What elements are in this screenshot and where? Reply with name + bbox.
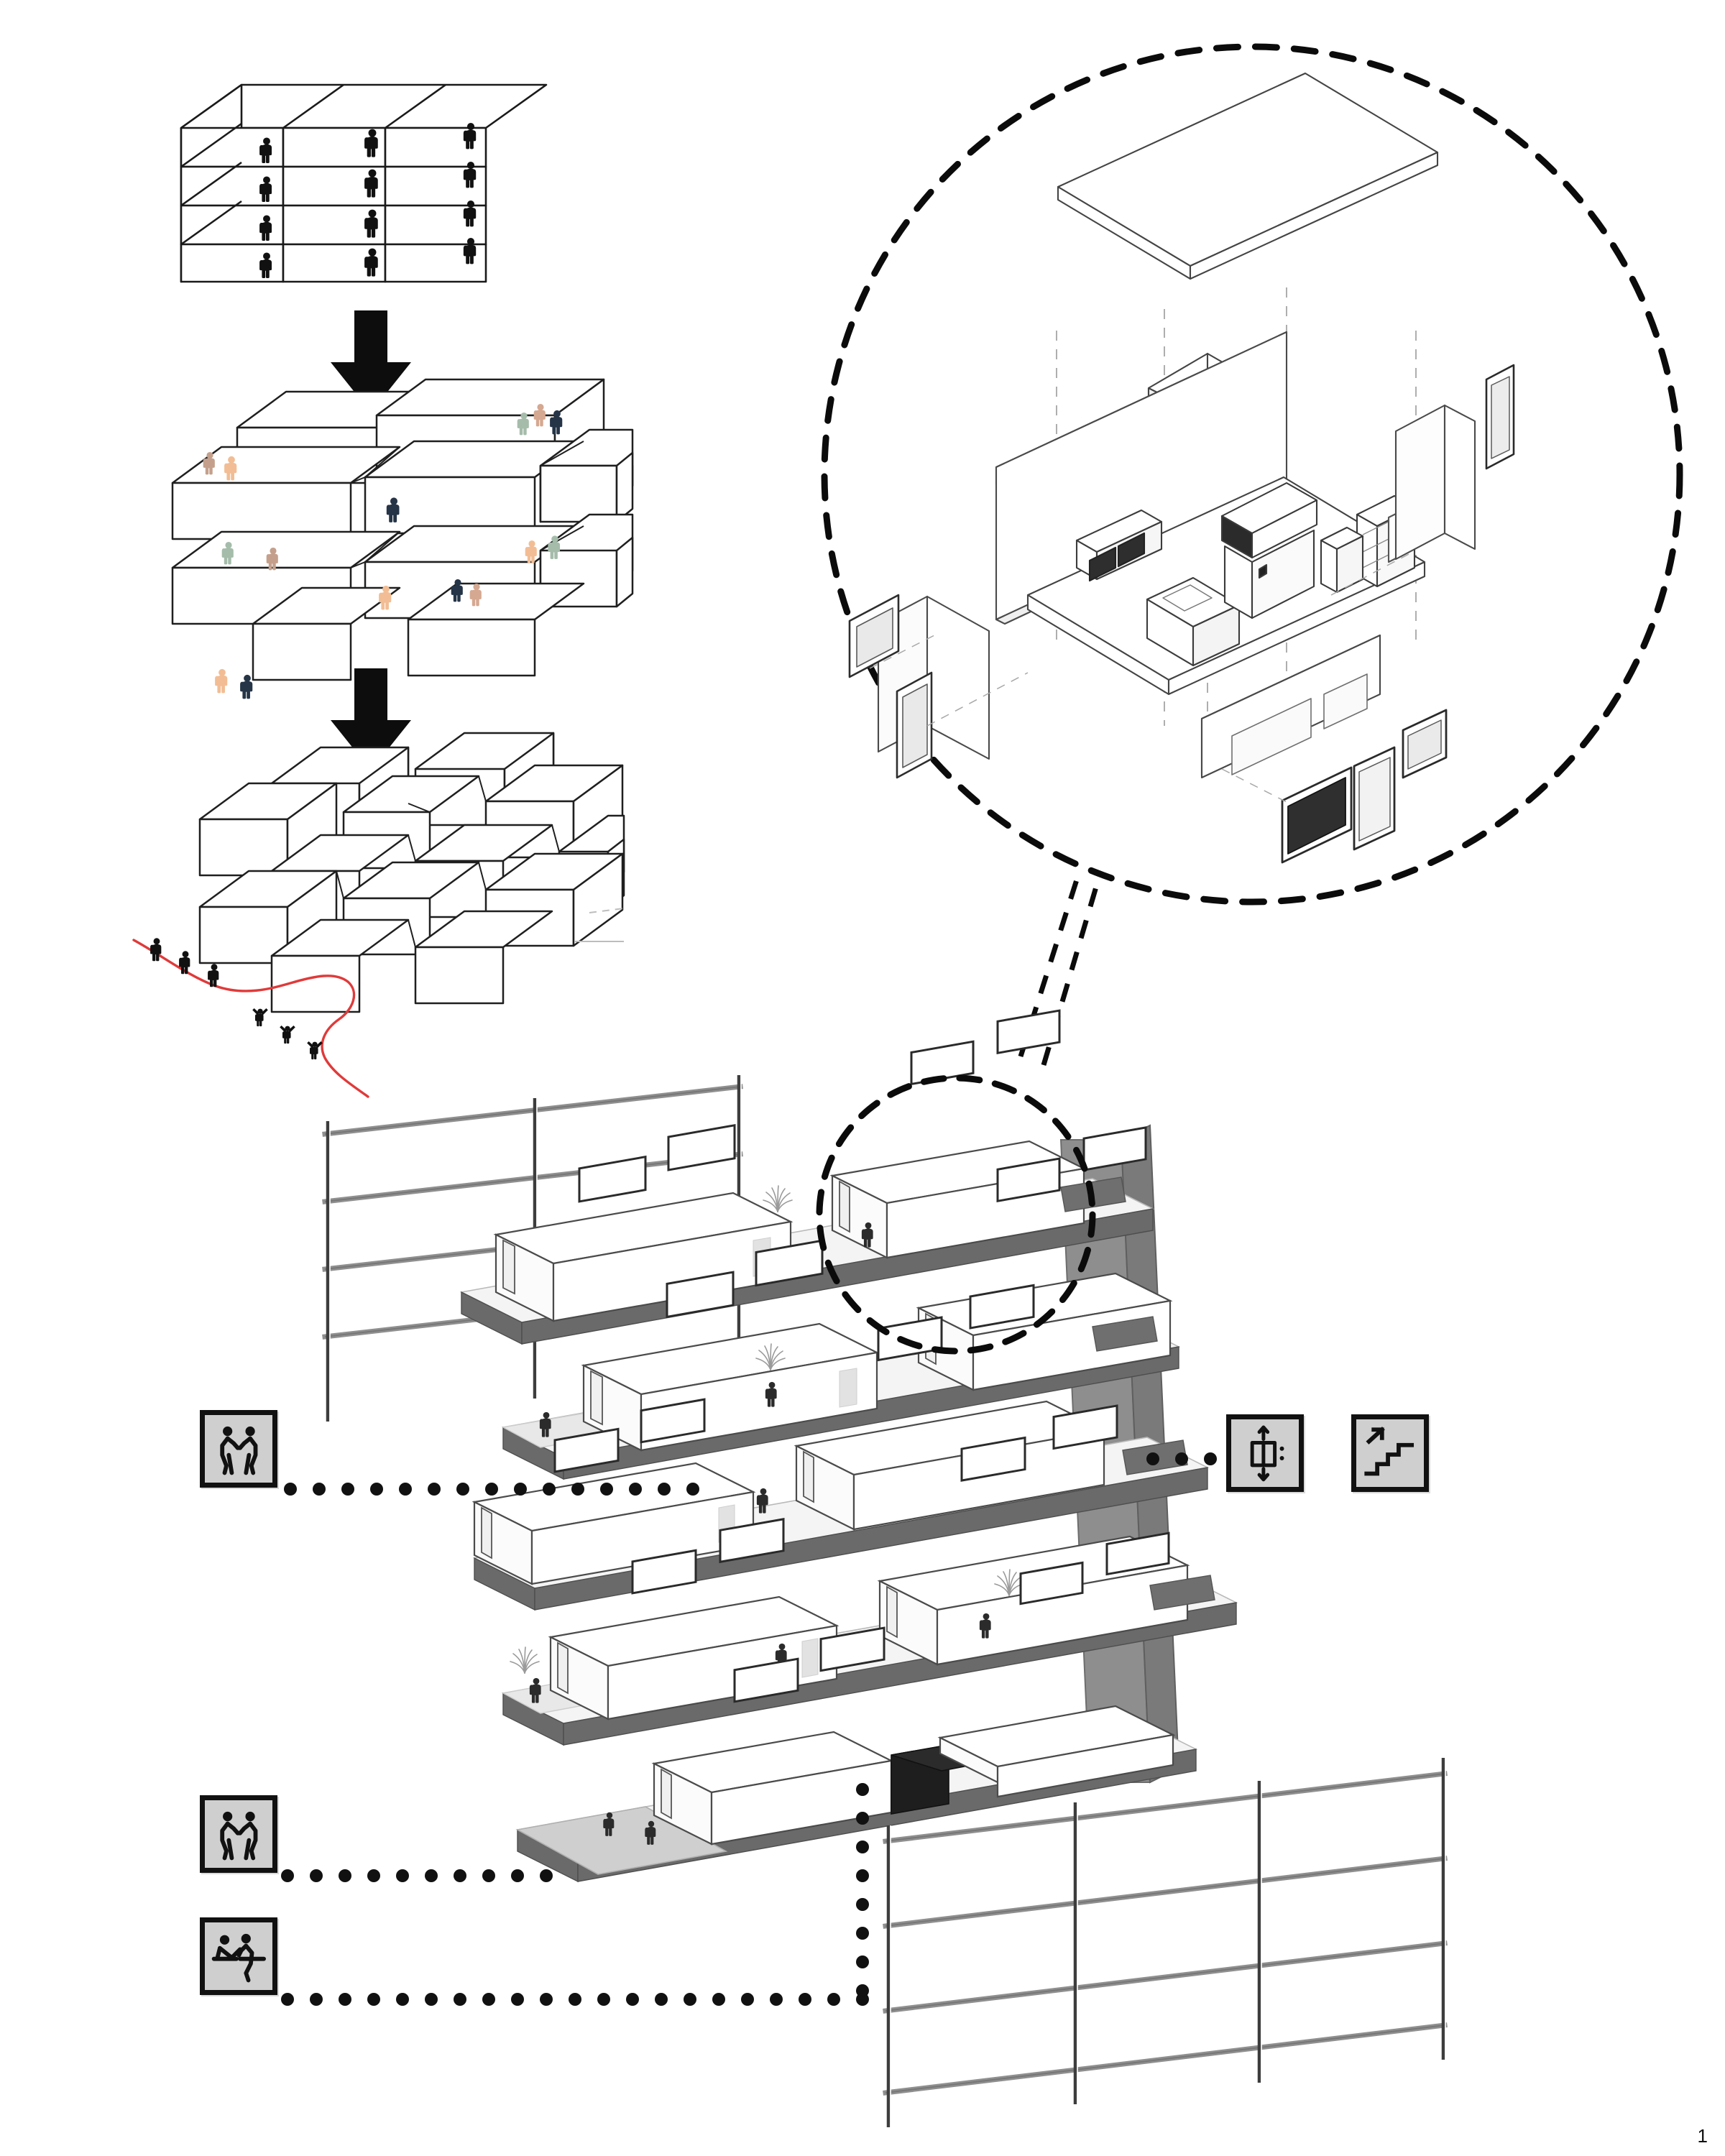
exploded-unit-axonometric (848, 72, 1515, 864)
side-wall-right (1394, 404, 1476, 561)
stage-2-staggered-modules (171, 378, 634, 699)
roof-slab (1057, 72, 1439, 280)
legend-icon-social-interaction-lower[interactable] (200, 1795, 277, 1873)
page-number: 1 (1697, 2125, 1708, 2147)
stage3-celebrating-figures (252, 1008, 323, 1060)
perimeter-railing-lower (883, 1758, 1448, 2127)
legend-icon-stairs[interactable] (1351, 1414, 1429, 1492)
zoom-source-circle (816, 1074, 1096, 1355)
bunk-bed (1220, 482, 1318, 619)
stage-3-brick-bond-massing (132, 732, 625, 1098)
storage-unit (1320, 526, 1364, 594)
dwelling-unit (472, 1398, 756, 1585)
elevator-icon (1250, 1425, 1284, 1481)
kitchen-counter (1146, 576, 1241, 667)
dwelling-unit (937, 1531, 1176, 1798)
window-frame-upper-right (1485, 364, 1515, 470)
window-frame-door-side (1353, 746, 1396, 851)
floor-1 (515, 1531, 1198, 1883)
stairs-icon (1364, 1426, 1414, 1476)
dwelling-unit (829, 1009, 1087, 1259)
detail-callout-circle (821, 43, 1683, 906)
legend-connector-dots (281, 1452, 1274, 2006)
dwelling-unit (651, 1626, 894, 1846)
transform-arrow-1 (331, 310, 411, 413)
dwelling-unit (548, 1518, 840, 1720)
window-frame-left (848, 594, 900, 678)
transform-arrow-2 (331, 668, 411, 770)
entry-door-frame (1281, 766, 1353, 864)
legend-icon-elevator[interactable] (1226, 1414, 1304, 1492)
dwelling-unit (493, 1124, 794, 1322)
counter-run (1075, 509, 1163, 582)
dwelling-unit (794, 1284, 1107, 1531)
facade-wall-right (1200, 634, 1381, 779)
stage-1-uniform-grid (180, 83, 548, 283)
two-people-meeting-icon (219, 1811, 258, 1860)
legend-icon-reception-counter[interactable] (200, 1917, 277, 1995)
window-frame-small (1402, 709, 1448, 779)
counter-service-icon (211, 1933, 266, 1982)
main-sectional-axonometric (322, 1009, 1448, 2127)
two-people-meeting-icon (219, 1426, 258, 1475)
legend-icon-social-interaction-upper[interactable] (200, 1410, 277, 1488)
window-frame-left-lower (896, 671, 933, 779)
